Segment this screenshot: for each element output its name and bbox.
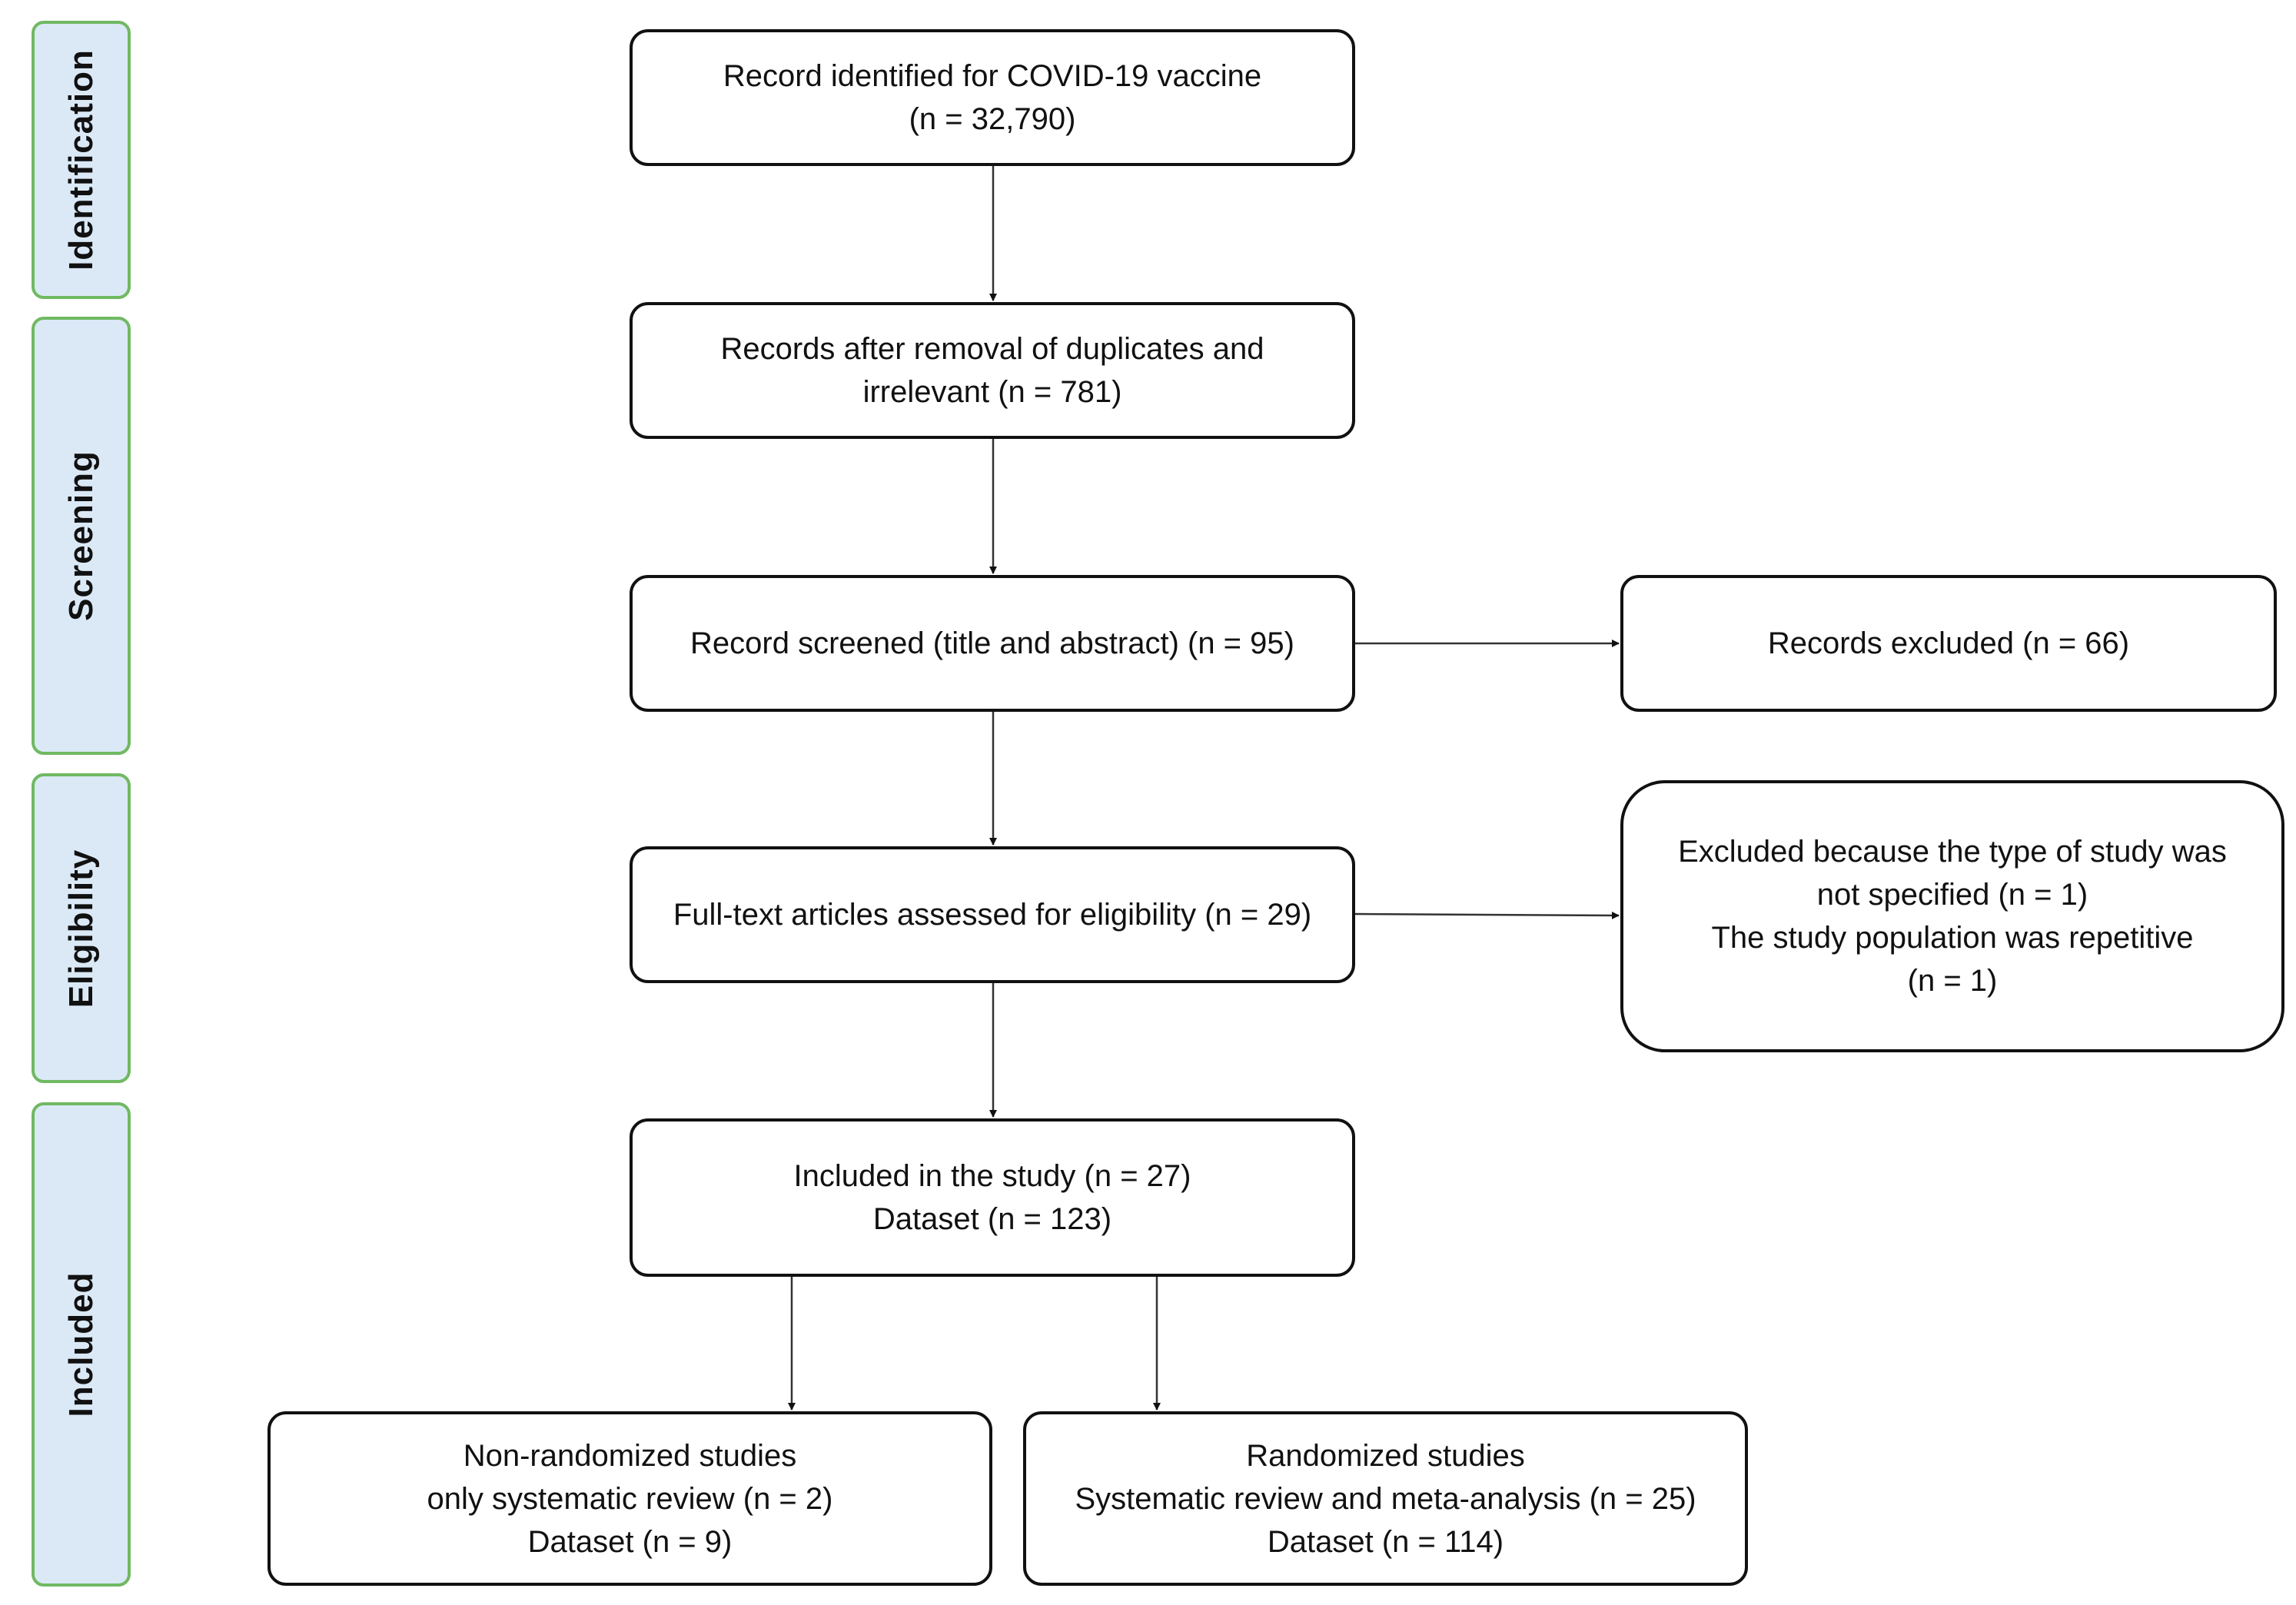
box-text-line: Record screened (title and abstract) (n …: [690, 626, 1294, 660]
arrow-fulltext-to-excluded: [1353, 911, 1620, 919]
box-fulltext-assessed: Full-text articles assessed for eligibil…: [630, 846, 1355, 983]
stage-eligibility: Eligibility: [32, 773, 131, 1083]
box-record-screened: Record screened (title and abstract) (n …: [630, 575, 1355, 712]
stage-screening: Screening: [32, 317, 131, 755]
box-text-line: not specified (n = 1): [1816, 878, 2088, 912]
box-text-line: only systematic review (n = 2): [427, 1481, 833, 1516]
box-nonrandomized-studies: Non-randomized studies only systematic r…: [267, 1411, 992, 1586]
box-text-line: Excluded because the type of study was: [1678, 835, 2227, 869]
box-after-removal: Records after removal of duplicates and …: [630, 302, 1355, 439]
box-text-line: Dataset (n = 9): [527, 1524, 733, 1559]
stage-included: Included: [32, 1102, 131, 1587]
stage-identification: Identification: [32, 21, 131, 299]
box-text-line: Included in the study (n = 27): [793, 1159, 1191, 1193]
box-text-line: Dataset (n = 123): [872, 1202, 1112, 1236]
box-text-line: Non-randomized studies: [463, 1438, 797, 1473]
box-text-line: Systematic review and meta-analysis (n =…: [1075, 1481, 1696, 1516]
box-text-line: Randomized studies: [1246, 1438, 1525, 1473]
box-text-line: Record identified for COVID-19 vaccine: [723, 59, 1262, 93]
box-included-in-study: Included in the study (n = 27) Dataset (…: [630, 1118, 1355, 1277]
box-randomized-studies: Randomized studies Systematic review and…: [1023, 1411, 1748, 1586]
box-text-line: (n = 1): [1907, 964, 1998, 998]
box-records-identified: Record identified for COVID-19 vaccine (…: [630, 29, 1355, 166]
box-fulltext-excluded: Excluded because the type of study was n…: [1620, 780, 2284, 1052]
box-text-line: irrelevant (n = 781): [862, 375, 1122, 409]
box-text-line: Full-text articles assessed for eligibil…: [673, 898, 1312, 932]
box-text-line: Dataset (n = 114): [1267, 1524, 1504, 1559]
box-records-excluded: Records excluded (n = 66): [1620, 575, 2277, 712]
box-text-line: Records after removal of duplicates and: [720, 332, 1264, 366]
box-text-line: The study population was repetitive: [1711, 921, 2194, 955]
box-text-line: (n = 32,790): [909, 102, 1076, 136]
box-text-line: Records excluded (n = 66): [1767, 626, 2130, 660]
